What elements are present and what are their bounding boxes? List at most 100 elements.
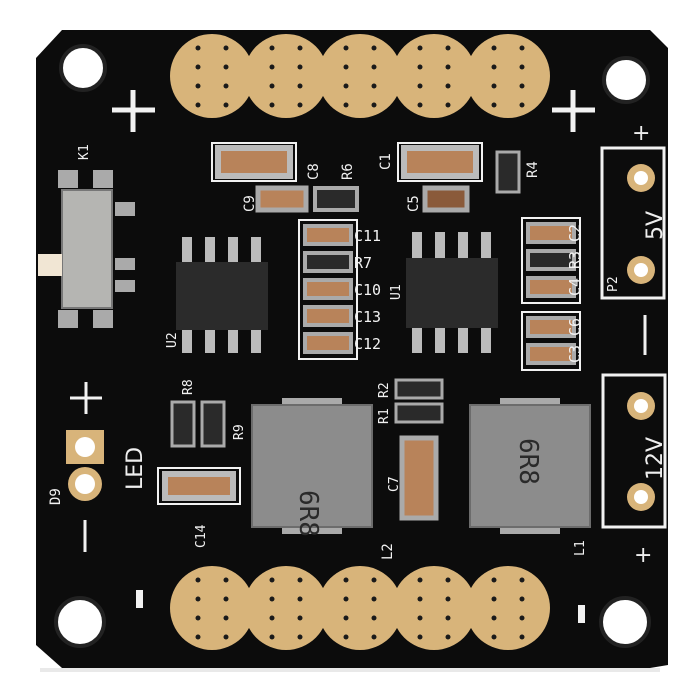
via	[445, 102, 451, 108]
via	[223, 596, 229, 602]
mounting-hole	[602, 56, 650, 104]
via	[195, 102, 201, 108]
via	[519, 615, 525, 621]
via	[269, 102, 275, 108]
inductor-l2	[251, 398, 373, 534]
via	[445, 45, 451, 51]
led-hole	[75, 474, 95, 494]
component-c12	[303, 332, 353, 354]
via	[269, 577, 275, 583]
via	[417, 102, 423, 108]
component-c13	[303, 305, 353, 327]
label-c5: C5	[406, 195, 422, 212]
via	[343, 45, 349, 51]
via	[371, 45, 377, 51]
component-c10	[303, 278, 353, 300]
via	[343, 577, 349, 583]
component-c4	[526, 276, 576, 298]
inductor-l1	[469, 398, 591, 534]
via	[445, 615, 451, 621]
hole	[634, 399, 648, 413]
via	[269, 596, 275, 602]
label-12v: 12V	[643, 437, 668, 480]
mounting-hole	[54, 596, 106, 648]
via	[491, 102, 497, 108]
solder-pad	[244, 34, 328, 118]
via	[417, 83, 423, 89]
via	[491, 596, 497, 602]
via	[297, 615, 303, 621]
via	[491, 83, 497, 89]
solder-pad	[170, 566, 254, 650]
via	[519, 45, 525, 51]
component-r7	[303, 251, 353, 273]
label-u1: U1	[389, 284, 404, 300]
label-c12: C12	[354, 335, 381, 353]
label-12v-plus: +	[634, 543, 652, 568]
label-l2: L2	[380, 543, 396, 560]
component-c2	[526, 222, 576, 244]
label-c10: C10	[354, 281, 381, 299]
via	[195, 634, 201, 640]
label-c2: C2	[566, 224, 584, 242]
via	[223, 64, 229, 70]
label-c11: C11	[354, 227, 381, 245]
via	[417, 615, 423, 621]
via	[297, 102, 303, 108]
via	[269, 45, 275, 51]
solder-pad	[170, 34, 254, 118]
resistor-r4	[495, 150, 521, 194]
label-led: LED	[123, 447, 148, 490]
c1-outline	[397, 142, 483, 182]
label-5v-plus: +	[632, 121, 650, 146]
via	[445, 577, 451, 583]
component-r3	[526, 249, 576, 271]
capacitor-c5	[422, 185, 470, 213]
mounting-hole	[59, 44, 107, 92]
via	[297, 64, 303, 70]
label-r1: R1	[377, 408, 392, 424]
resistor-r2	[394, 378, 444, 400]
via	[223, 577, 229, 583]
via	[445, 596, 451, 602]
label-k1: K1	[77, 144, 92, 160]
plus-mark	[112, 90, 595, 132]
via	[519, 102, 525, 108]
via	[417, 577, 423, 583]
via	[491, 634, 497, 640]
stack-right-b-outline	[521, 311, 581, 371]
via	[269, 64, 275, 70]
label-5v: 5V	[643, 211, 668, 240]
switch-actuator[interactable]	[38, 254, 62, 276]
label-c7: C7	[387, 476, 402, 492]
via	[445, 83, 451, 89]
via	[371, 102, 377, 108]
via	[223, 102, 229, 108]
hole	[634, 263, 648, 277]
solder-pad	[466, 34, 550, 118]
label-c13: C13	[354, 308, 381, 326]
via	[297, 83, 303, 89]
label-r8: R8	[181, 379, 196, 395]
via	[297, 634, 303, 640]
capacitor-c1	[401, 145, 479, 179]
via	[519, 577, 525, 583]
via	[269, 634, 275, 640]
stack-left-outline	[298, 219, 358, 360]
via	[297, 596, 303, 602]
label-r3: R3	[566, 251, 584, 269]
resistor-r9	[200, 400, 226, 448]
via	[417, 596, 423, 602]
resistor-r6	[313, 186, 359, 212]
via	[343, 102, 349, 108]
via	[195, 577, 201, 583]
via	[445, 634, 451, 640]
via	[297, 45, 303, 51]
label-r2: R2	[377, 382, 392, 398]
slide-switch[interactable]	[38, 170, 135, 328]
via	[343, 596, 349, 602]
via	[195, 45, 201, 51]
via	[223, 615, 229, 621]
via	[269, 83, 275, 89]
